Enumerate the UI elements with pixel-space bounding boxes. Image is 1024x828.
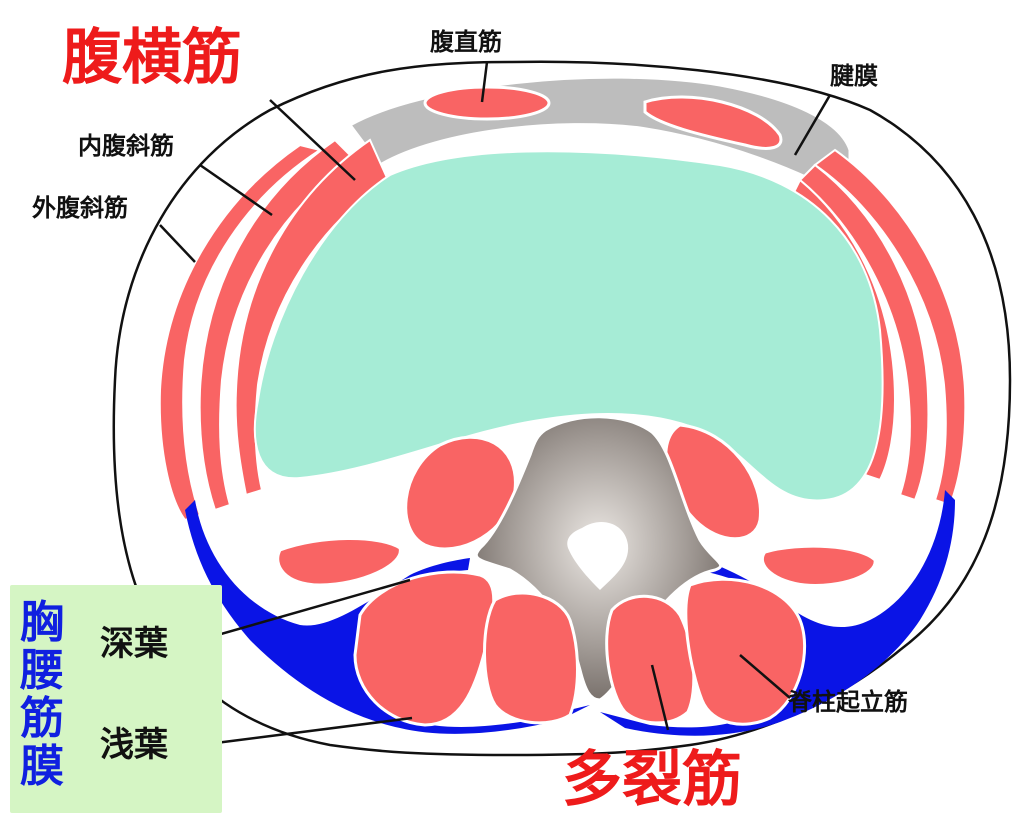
leader-deep-layer: [199, 578, 411, 642]
quadratus-lumborum-right: [761, 544, 877, 587]
transversus-abdominis-label: 腹横筋: [62, 23, 242, 93]
thoracolumbar-fascia-left: [185, 500, 590, 734]
leader-multifidus: [650, 664, 670, 731]
rectus-abdominis-label: 腹直筋: [430, 28, 502, 56]
internal-oblique-right: [798, 163, 930, 502]
thoracolumbar-fascia-right: [600, 490, 955, 736]
erector-spinae-right: [684, 577, 807, 726]
thoracolumbar-fascia-box: 胸腰筋膜 深葉 浅葉: [10, 585, 222, 813]
internal-oblique-left: [198, 138, 357, 512]
leader-superficial-layer: [199, 716, 413, 747]
multifidus-label: 多裂筋: [562, 745, 742, 815]
rectus-abdominis-right: [643, 95, 783, 150]
transversus-abdominis-left: [234, 138, 390, 497]
leader-erector-spinae: [739, 654, 791, 699]
quadratus-lumborum-left: [276, 537, 402, 587]
thoracolumbar-fascia-label: 胸腰筋膜: [20, 597, 64, 792]
aponeurosis-label: 腱膜: [830, 62, 878, 90]
leader-lines: [159, 61, 832, 747]
external-oblique-left: [158, 143, 323, 522]
rectus-abdominis-left: [423, 85, 551, 121]
deep-layer-label: 深葉: [100, 624, 168, 664]
erector-spinae-label: 脊柱起立筋: [788, 688, 908, 716]
psoas-left: [404, 435, 517, 551]
superficial-layer-label: 浅葉: [100, 725, 168, 765]
multifidus-right: [605, 594, 696, 725]
leader-internal-oblique: [199, 163, 273, 217]
leader-aponeurosis: [793, 94, 832, 156]
multifidus-left: [483, 591, 579, 725]
external-oblique-right: [813, 148, 967, 507]
vertebral-foramen: [567, 521, 629, 590]
internal-oblique-label: 内腹斜筋: [78, 132, 174, 160]
external-oblique-label: 外腹斜筋: [32, 194, 128, 222]
leader-external-oblique: [159, 224, 196, 263]
leader-transversus: [269, 99, 356, 181]
leader-rectus: [480, 61, 489, 103]
